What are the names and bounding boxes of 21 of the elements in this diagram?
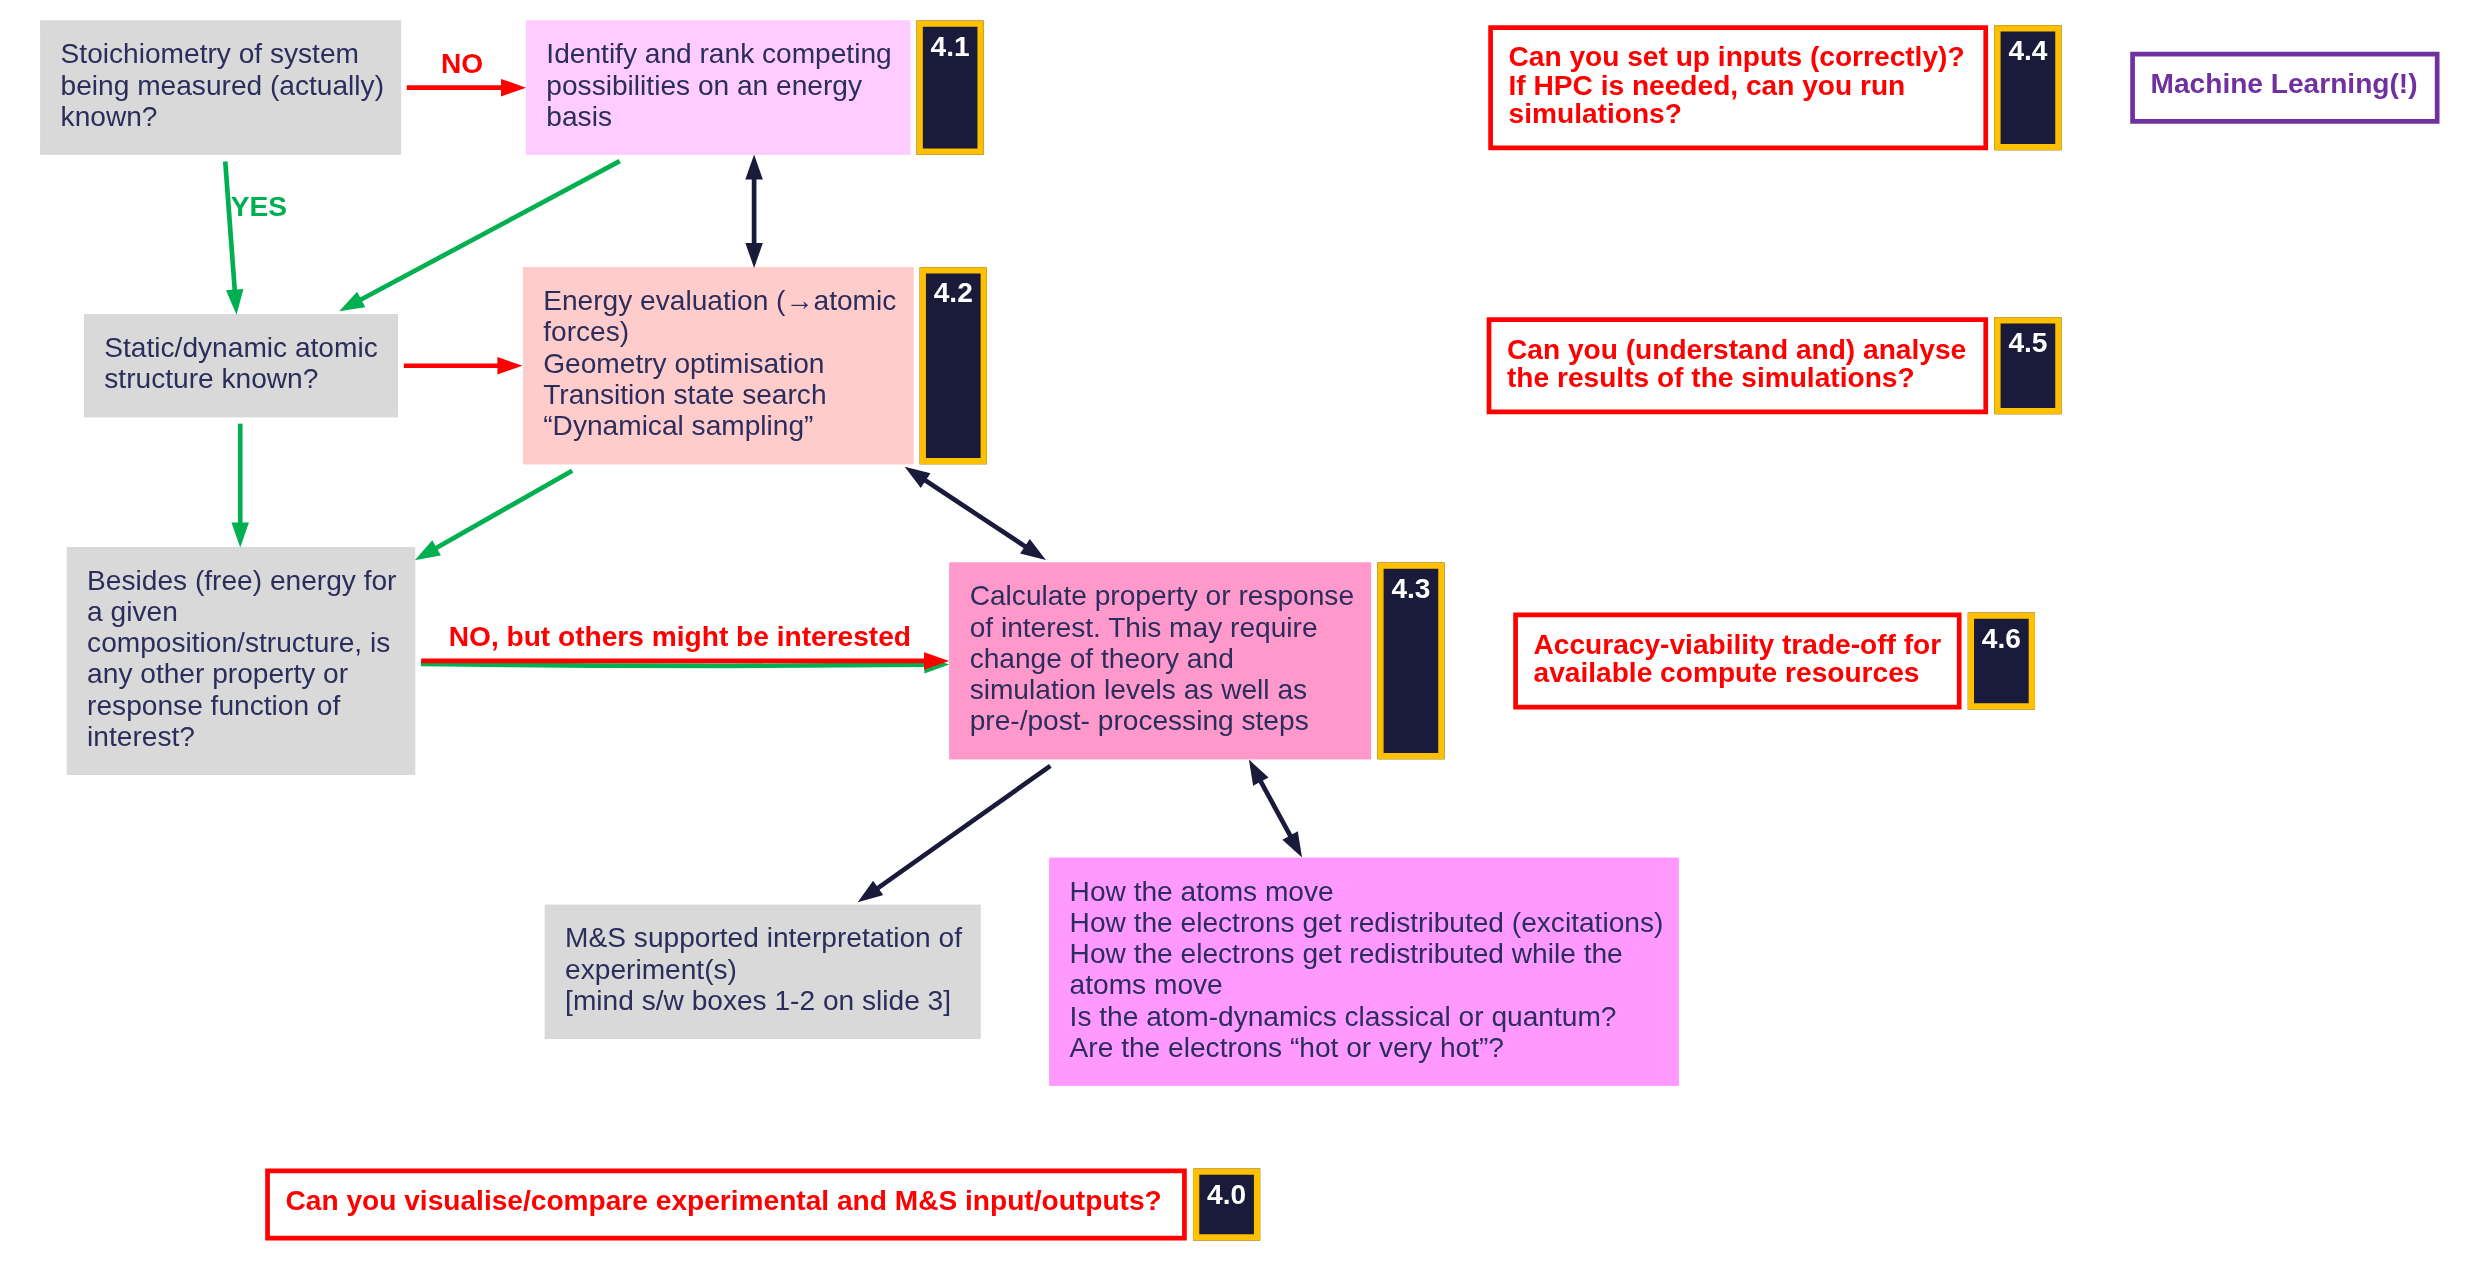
- node-label: 4.5: [2008, 327, 2048, 359]
- arrow: [745, 154, 763, 268]
- node-label: 4.1: [930, 30, 970, 62]
- edge-label: YES: [230, 191, 288, 223]
- arrow: [1248, 759, 1303, 858]
- arrow: [403, 356, 523, 375]
- arrow: [339, 159, 621, 312]
- node-label: 4.3: [1391, 572, 1431, 604]
- node-label: 4.0: [1207, 1178, 1247, 1210]
- arrow: [904, 466, 1046, 561]
- edge-label: NO, but others might be interested: [448, 620, 912, 652]
- node-label: 4.2: [933, 277, 973, 309]
- arrow: [231, 423, 249, 548]
- node-label: 4.6: [1981, 622, 2021, 654]
- arrow: [406, 78, 527, 97]
- edge-label: NO: [440, 47, 484, 79]
- arrow: [222, 161, 244, 315]
- node-label: 4.4: [2008, 35, 2048, 67]
- arrow: [414, 468, 574, 561]
- arrow: [421, 652, 950, 670]
- arrow: [857, 763, 1052, 903]
